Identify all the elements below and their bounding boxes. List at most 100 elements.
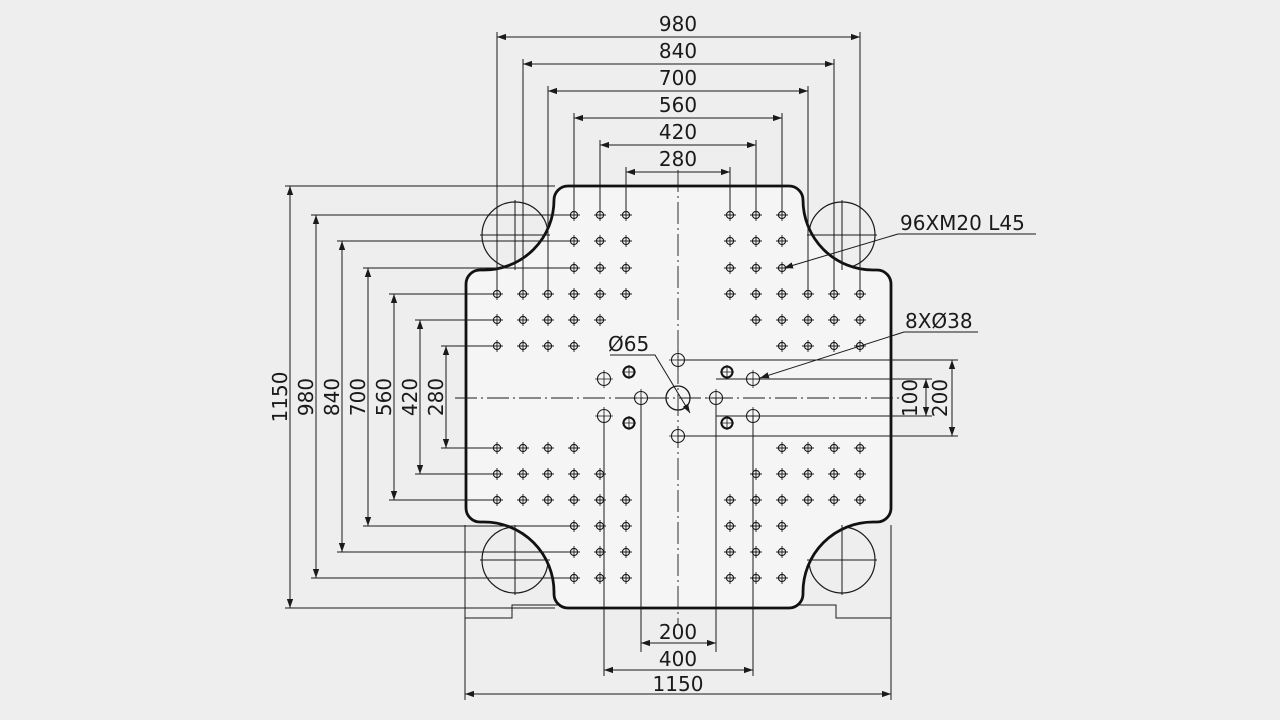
threaded-hole — [568, 546, 580, 558]
threaded-hole-pattern — [491, 209, 866, 584]
dim-bottom-200: 200 — [659, 620, 697, 644]
threaded-hole — [828, 288, 840, 300]
threaded-hole — [491, 288, 503, 300]
threaded-hole — [517, 288, 529, 300]
threaded-hole — [568, 262, 580, 274]
threaded-hole — [491, 340, 503, 352]
threaded-hole — [568, 209, 580, 221]
threaded-hole — [491, 468, 503, 480]
threaded-holes-callout: 96XM20 L45 — [900, 211, 1025, 235]
dim-left-1150: 1150 — [268, 372, 292, 423]
threaded-hole — [828, 340, 840, 352]
threaded-hole — [568, 442, 580, 454]
threaded-hole — [828, 442, 840, 454]
threaded-hole — [568, 340, 580, 352]
threaded-hole — [620, 520, 632, 532]
threaded-hole — [750, 262, 762, 274]
threaded-hole — [724, 546, 736, 558]
threaded-hole — [776, 288, 788, 300]
threaded-hole — [802, 288, 814, 300]
threaded-hole — [568, 314, 580, 326]
threaded-hole — [802, 494, 814, 506]
threaded-hole — [517, 494, 529, 506]
tie-bar-centerlines — [480, 200, 877, 595]
threaded-hole — [724, 494, 736, 506]
center-hole — [665, 385, 691, 411]
threaded-hole — [828, 314, 840, 326]
bolt-hole — [622, 416, 636, 430]
dim-bottom-1150: 1150 — [653, 672, 704, 696]
threaded-hole — [568, 520, 580, 532]
threaded-hole — [750, 235, 762, 247]
threaded-hole — [724, 235, 736, 247]
dimension-lines — [285, 32, 958, 700]
threaded-hole — [776, 340, 788, 352]
dim-left-980: 980 — [294, 378, 318, 416]
locating-hole — [669, 351, 687, 369]
dimension-labels: 980 840 700 560 420 280 1150 980 840 700… — [268, 12, 1025, 696]
threaded-hole — [491, 442, 503, 454]
threaded-hole — [568, 235, 580, 247]
threaded-hole — [750, 209, 762, 221]
threaded-hole — [491, 314, 503, 326]
threaded-hole — [594, 546, 606, 558]
threaded-hole — [594, 288, 606, 300]
threaded-hole — [542, 340, 554, 352]
bolt-hole — [720, 416, 734, 430]
threaded-hole — [776, 209, 788, 221]
threaded-hole — [776, 520, 788, 532]
threaded-hole — [854, 288, 866, 300]
dim-right-200: 200 — [928, 379, 952, 417]
threaded-hole — [517, 314, 529, 326]
threaded-hole — [594, 262, 606, 274]
threaded-hole — [776, 314, 788, 326]
threaded-hole — [724, 288, 736, 300]
leaders — [610, 233, 1036, 414]
threaded-hole — [802, 314, 814, 326]
locating-holes-callout: 8XØ38 — [905, 309, 973, 333]
threaded-hole — [620, 235, 632, 247]
dim-bottom-400: 400 — [659, 647, 697, 671]
threaded-hole — [854, 468, 866, 480]
dim-top-560: 560 — [659, 93, 697, 117]
center-hole-callout: Ø65 — [608, 332, 649, 356]
threaded-hole — [620, 262, 632, 274]
threaded-hole — [594, 494, 606, 506]
dim-left-420: 420 — [398, 378, 422, 416]
threaded-hole — [568, 468, 580, 480]
threaded-hole — [750, 520, 762, 532]
dim-top-980: 980 — [659, 12, 697, 36]
locating-hole — [595, 407, 613, 425]
threaded-hole — [802, 340, 814, 352]
locating-hole — [669, 427, 687, 445]
dim-left-700: 700 — [346, 378, 370, 416]
threaded-hole — [517, 468, 529, 480]
center-lines — [455, 170, 902, 625]
threaded-hole — [828, 494, 840, 506]
threaded-hole — [724, 262, 736, 274]
threaded-hole — [594, 314, 606, 326]
dim-right-100: 100 — [898, 379, 922, 417]
dim-top-700: 700 — [659, 66, 697, 90]
threaded-hole — [594, 468, 606, 480]
threaded-hole — [568, 288, 580, 300]
dim-top-420: 420 — [659, 120, 697, 144]
locating-hole — [595, 370, 613, 388]
threaded-hole — [594, 235, 606, 247]
threaded-hole — [594, 520, 606, 532]
threaded-hole — [854, 314, 866, 326]
threaded-hole — [620, 546, 632, 558]
threaded-hole — [802, 442, 814, 454]
threaded-hole — [542, 442, 554, 454]
bolt-hole — [720, 365, 734, 379]
dim-top-280: 280 — [659, 147, 697, 171]
threaded-hole — [568, 572, 580, 584]
bolt-hole — [622, 365, 636, 379]
threaded-hole — [854, 494, 866, 506]
threaded-hole — [776, 468, 788, 480]
threaded-hole — [828, 468, 840, 480]
threaded-hole — [542, 494, 554, 506]
threaded-hole — [724, 209, 736, 221]
threaded-hole — [750, 314, 762, 326]
